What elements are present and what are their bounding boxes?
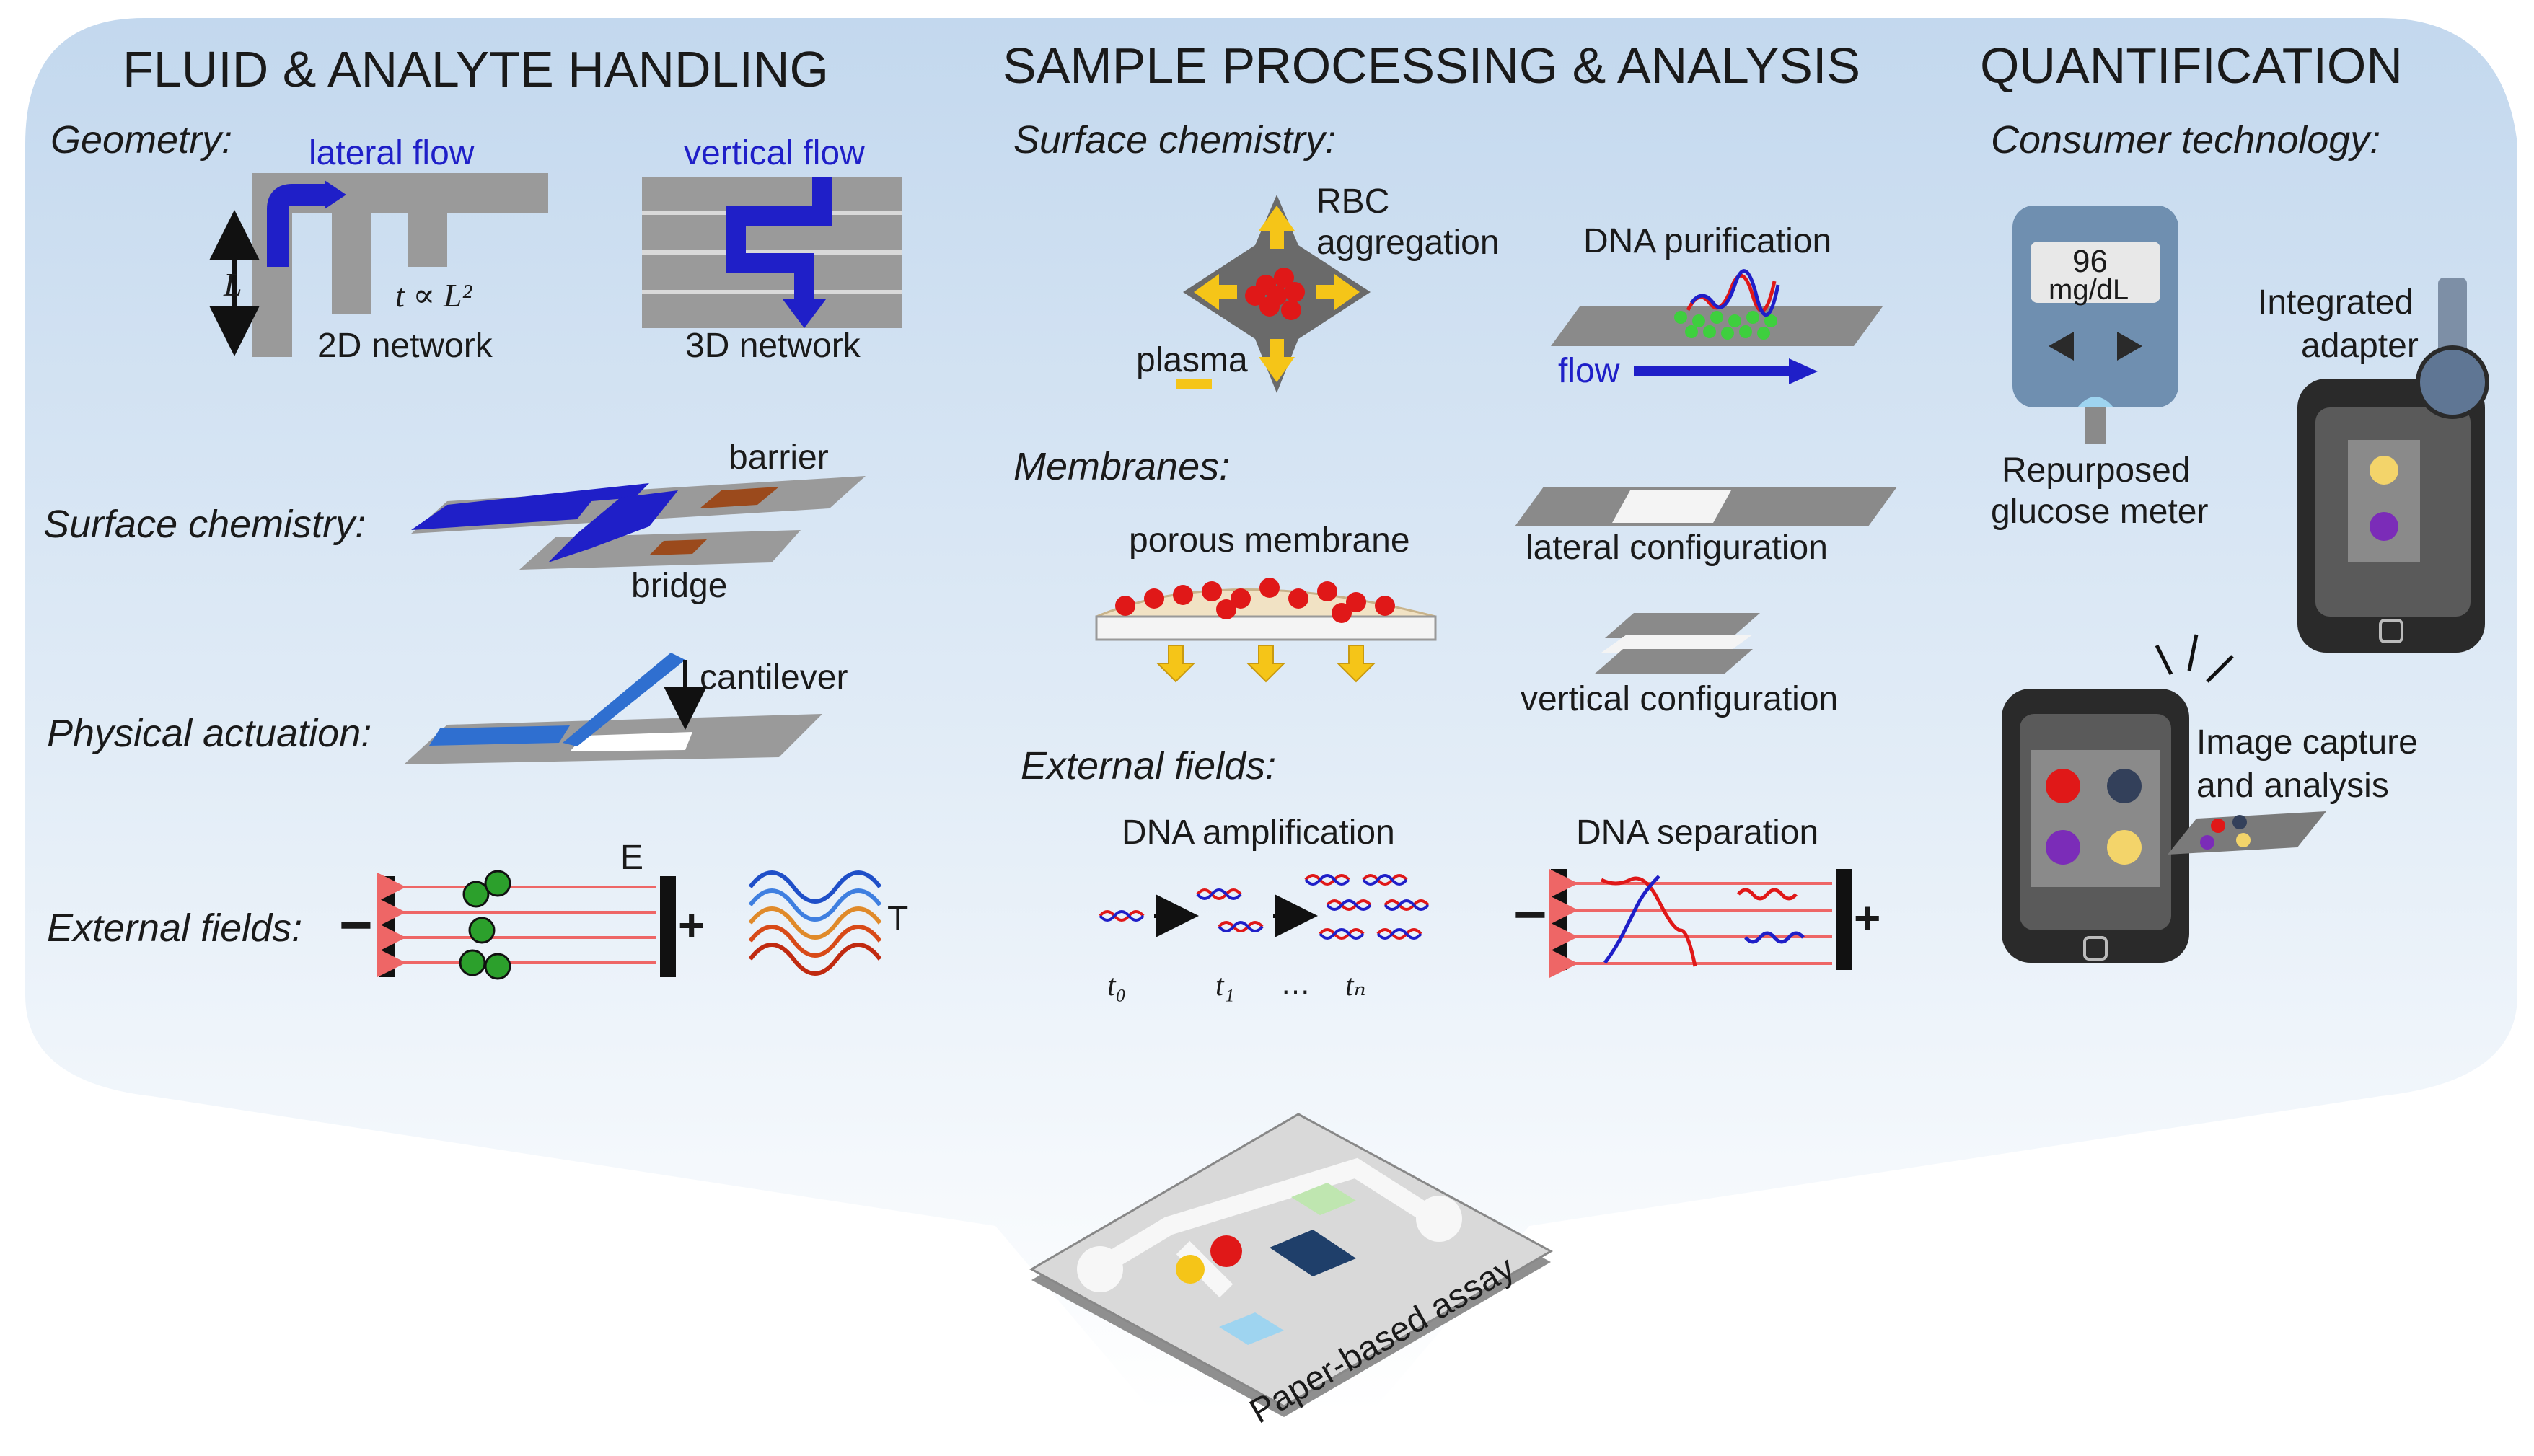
sample-external-fields-label: External fields: [1021,744,1276,787]
phone-image-capture-graphic [2002,634,2326,963]
fluid-section-title: FLUID & ANALYTE HANDLING [123,41,829,97]
lateral-2d-network-graphic [209,173,548,357]
rbc-aggregation-graphic [1176,195,1371,393]
sample-surface-chemistry-label: Surface chemistry: [1013,118,1336,162]
background-panel [25,18,2517,1413]
dna-separation-graphic [1549,869,1852,978]
membranes-label: Membranes: [1013,445,1230,488]
vertical-configuration-graphic [1594,613,1760,674]
physical-actuation-label: Physical actuation: [47,712,371,755]
vertical-flow-label: vertical flow [684,134,865,172]
adapter-label-line2: adapter [2301,327,2419,365]
meter-reading-value: 96 [2072,244,2108,279]
geometry-label: Geometry: [50,118,232,162]
cantilever-label: cantilever [700,658,848,697]
sample-plus-sign: + [1854,892,1880,944]
t1-label: t₁ [1215,969,1234,1002]
fluid-external-fields-label: External fields: [47,906,302,950]
time-scaling-formula: t ∝ L² [395,277,472,314]
glucose-meter-label-line1: Repurposed [2002,451,2191,490]
lateral-configuration-label: lateral configuration [1526,529,1828,567]
temperature-wave-graphic [748,870,882,976]
quant-section-title: QUANTIFICATION [1980,37,2403,94]
fluid-minus-sign: − [339,893,373,957]
dna-purification-graphic [1551,269,1883,384]
dna-purification-label: DNA purification [1583,222,1831,260]
vertical-configuration-label: vertical configuration [1521,680,1838,718]
cantilever-graphic [404,653,822,764]
consumer-technology-label: Consumer technology: [1991,118,2380,162]
dna-amplification-label: DNA amplification [1122,813,1395,852]
glucose-meter-label-line2: glucose meter [1991,493,2208,531]
field-e-label: E [620,839,643,877]
2d-network-label: 2D network [317,327,493,365]
porous-membrane-graphic [1095,578,1437,683]
length-symbol: L [223,266,242,303]
vertical-3d-network-graphic [642,177,902,328]
bridge-label: bridge [631,567,727,605]
sample-section-title: SAMPLE PROCESSING & ANALYSIS [1003,37,1860,94]
temperature-label: T [887,900,908,938]
tn-label: tₙ [1345,969,1366,1002]
rbc-label-line2: aggregation [1316,224,1500,262]
plasma-label: plasma [1136,341,1248,379]
rbc-label-line1: RBC [1316,182,1389,221]
phone-with-adapter-graphic [2297,278,2489,653]
paper-based-assay-graphic [1029,1113,1554,1417]
image-capture-label-line1: Image capture [2196,723,2418,762]
fluid-plus-sign: + [678,899,705,951]
ellipsis-label: … [1280,966,1311,1000]
lateral-configuration-graphic [1515,487,1897,526]
lateral-flow-label: lateral flow [309,134,475,172]
fluid-surface-chemistry-label: Surface chemistry: [43,503,366,546]
t0-label: t₀ [1107,969,1126,1002]
adapter-label-line1: Integrated [2258,283,2414,322]
barrier-label: barrier [729,438,829,477]
porous-membrane-label: porous membrane [1129,521,1410,560]
meter-reading-unit: mg/dL [2049,274,2129,306]
sample-minus-sign: − [1513,882,1547,946]
image-capture-label-line2: and analysis [2196,767,2389,805]
electric-field-graphic [377,870,676,980]
flow-label: flow [1558,352,1620,390]
glucose-meter-graphic [2012,206,2178,444]
3d-network-label: 3D network [685,327,861,365]
dna-amplification-graphic [1099,874,1430,940]
dna-separation-label: DNA separation [1576,813,1818,852]
barrier-bridge-graphic [411,476,866,570]
